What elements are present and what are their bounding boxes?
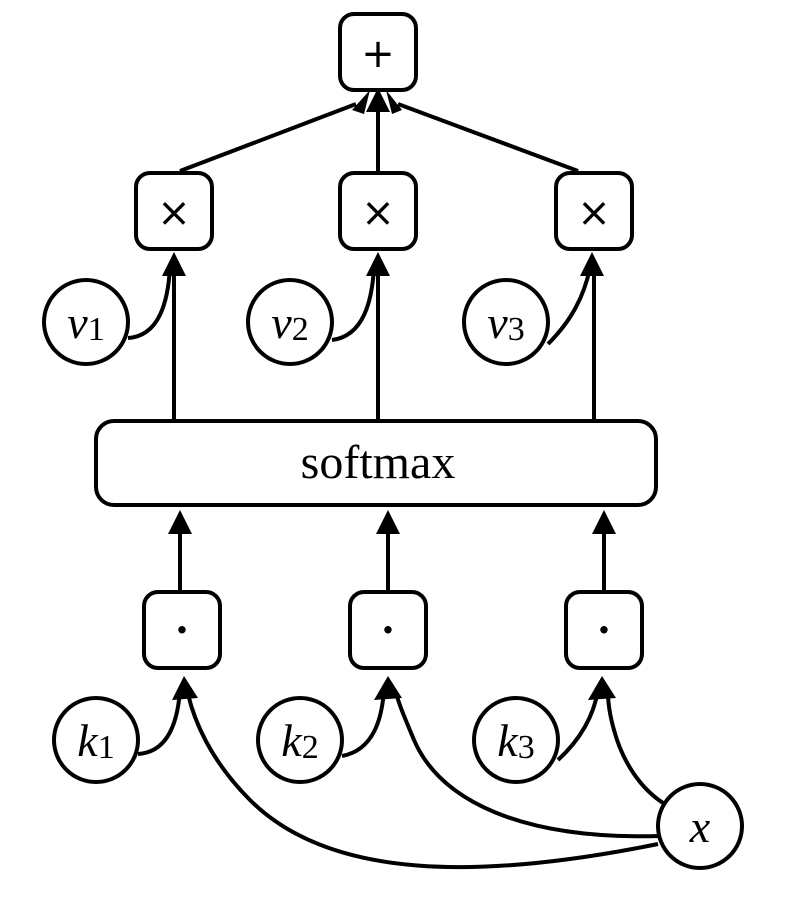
value-index: 2 — [292, 311, 309, 348]
edge-v2-to-product2 — [331, 267, 376, 342]
product-node-label: × — [361, 190, 395, 236]
arrowhead-sum-center — [366, 88, 390, 112]
key-symbol: k — [497, 715, 519, 766]
query-symbol: x — [689, 801, 711, 852]
key-index: 3 — [518, 729, 535, 766]
edge-x-to-dot3 — [606, 691, 669, 808]
dot-node-label: · — [597, 607, 611, 654]
edge-x-to-dot1 — [186, 693, 659, 870]
arrowhead-dot2 — [374, 676, 402, 700]
softmax-node: softmax — [94, 419, 658, 507]
dot-node-1: · — [142, 590, 222, 670]
arrowhead-product1 — [162, 252, 186, 276]
arrowhead-softmax-1 — [168, 510, 192, 534]
edge-x-to-dot2 — [394, 691, 661, 839]
key-node-2: k2 — [256, 696, 344, 784]
value-symbol: v — [487, 297, 508, 348]
svg-text:k1: k1 — [77, 715, 114, 766]
edge-v1-to-product1 — [127, 267, 172, 340]
arrowhead-softmax-3 — [592, 510, 616, 534]
arrowhead-sum-left — [352, 90, 370, 114]
key-node-3: k3 — [472, 696, 560, 784]
edges — [127, 88, 669, 870]
arrowhead-dot3 — [588, 676, 616, 700]
edge-k2-to-dot2 — [341, 689, 386, 758]
key-index: 1 — [98, 729, 115, 766]
value-index: 3 — [508, 311, 525, 348]
product-node-2: × — [338, 171, 418, 251]
dot-node-3: · — [564, 590, 644, 670]
svg-text:v2: v2 — [271, 297, 308, 348]
dot-node-label: · — [381, 607, 395, 654]
key-symbol: k — [281, 715, 303, 766]
dot-node-label: · — [175, 607, 189, 654]
arrowhead-product3 — [580, 252, 604, 276]
product-node-3: × — [554, 171, 634, 251]
value-node-2: v2 — [246, 278, 334, 366]
edge-product1-to-sum — [179, 102, 357, 173]
query-node: x — [656, 782, 744, 870]
product-node-label: × — [577, 190, 611, 236]
value-node-3: v3 — [462, 278, 550, 366]
sum-node: + — [338, 12, 418, 92]
key-node-1: k1 — [52, 696, 140, 784]
key-symbol: k — [77, 715, 99, 766]
key-index: 2 — [302, 729, 319, 766]
edge-k3-to-dot3 — [556, 689, 600, 762]
edge-product3-to-sum — [397, 102, 579, 173]
svg-text:v3: v3 — [487, 297, 524, 348]
svg-text:v1: v1 — [67, 297, 104, 348]
value-symbol: v — [271, 297, 292, 348]
arrowhead-softmax-2 — [376, 510, 400, 534]
value-index: 1 — [88, 311, 105, 348]
softmax-label: softmax — [301, 436, 456, 489]
svg-text:k3: k3 — [497, 715, 534, 766]
value-node-1: v1 — [42, 278, 130, 366]
arrowhead-dot1 — [172, 676, 198, 700]
sum-node-label: + — [361, 31, 395, 77]
arrowhead-sum-right — [386, 90, 402, 114]
product-node-label: × — [157, 190, 191, 236]
svg-text:k2: k2 — [281, 715, 318, 766]
value-symbol: v — [67, 297, 88, 348]
product-node-1: × — [134, 171, 214, 251]
arrowhead-product2 — [366, 252, 390, 276]
dot-node-2: · — [348, 590, 428, 670]
edge-v3-to-product3 — [546, 267, 592, 346]
